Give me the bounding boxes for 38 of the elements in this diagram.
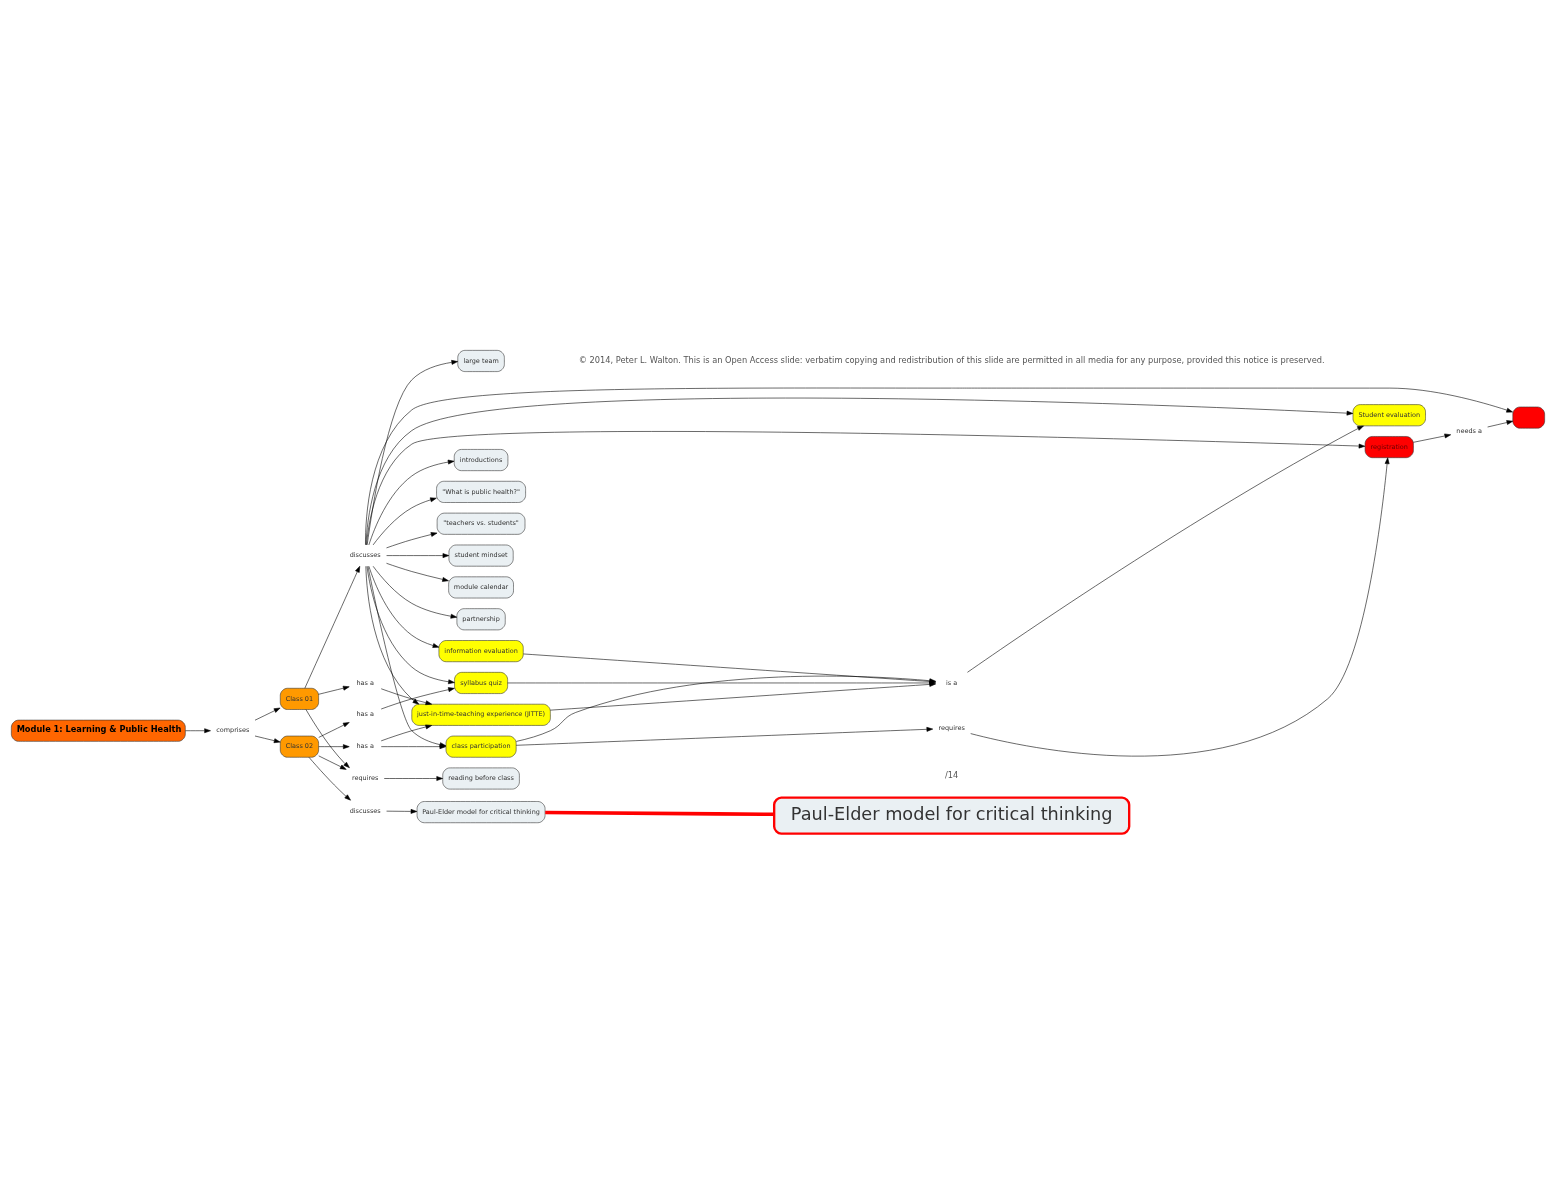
arrow [380,686,455,709]
arrow [385,562,449,582]
arrow [317,685,350,695]
arrow [966,425,1364,673]
arrow [380,724,432,741]
arrow [305,708,350,768]
arrow [385,808,417,814]
arrow [254,707,280,720]
node-box [1512,406,1545,428]
arrow [254,735,280,743]
arrow [385,552,449,558]
arrow [385,531,437,548]
arrow [368,565,439,648]
arrow [365,565,419,704]
arrow [304,565,360,688]
arrow [1412,433,1451,443]
arrow [380,687,432,705]
connector [544,810,774,816]
arrow [372,497,437,545]
arrow [317,743,350,749]
arrow [184,727,211,733]
arrow [1486,419,1513,427]
arrow [364,387,1513,545]
arrow [365,430,1365,545]
label: /14 [944,769,958,780]
arrow [365,397,1353,545]
node-box: Paul-Elder model for critical thinking [772,796,1130,835]
arrow [366,359,458,545]
arrow [308,756,351,800]
label: © 2014, Peter L. Walton. This is an Open Access slide: verbatim copying and redistribution of this slide are permitted in all media for any purpose, provided this notice is preserved. [578,354,1325,365]
arrow [969,457,1389,756]
arrow [317,755,346,770]
arrow [317,721,350,738]
arrow [368,459,454,545]
arrow [372,565,457,619]
arrow [383,775,443,781]
arrow [515,726,933,746]
node-box: Module 1: Learning & Public Health [10,719,186,742]
